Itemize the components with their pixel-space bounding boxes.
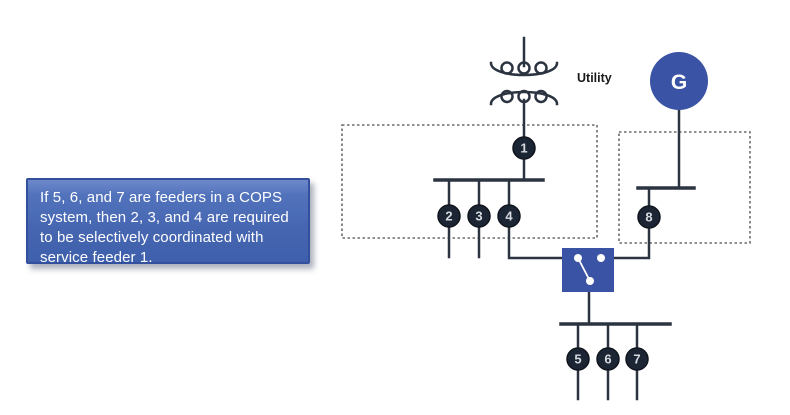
breaker-circle [596,347,620,371]
breaker-circle [637,205,661,229]
generator-circle [650,52,708,110]
transfer-switch-icon [562,248,614,292]
breaker-number: 7 [633,352,640,367]
generator-feeder-zone-box [618,131,751,244]
breaker-node-3: 3 [467,204,491,228]
breaker-node-8: 8 [637,205,661,229]
generator-label: G [671,71,687,94]
switch-contact-emergency [597,254,605,262]
wiring [433,36,696,401]
generator-icon: G [650,52,708,110]
breaker-number: 5 [574,352,581,367]
breaker-number: 4 [505,209,513,224]
breaker-node-4: 4 [497,204,521,228]
breaker-circle [625,347,649,371]
breaker-circle [566,347,590,371]
breaker-node-5: 5 [566,347,590,371]
breaker-number: 1 [520,141,527,156]
breaker-number: 3 [475,209,482,224]
switch-contact-load [586,277,594,285]
transfer-switch-blade [577,257,591,282]
callout-text: If 5, 6, and 7 are feeders in a COPS sys… [40,189,289,266]
breaker-number: 2 [445,209,452,224]
feeder4-wire-to-switch [507,225,564,260]
breaker-number: 8 [645,210,652,225]
coordination-zones [341,124,751,244]
callout-box: If 5, 6, and 7 are feeders in a COPS sys… [26,178,310,266]
utility-label: Utility [577,71,612,85]
transformer-primary-coil [489,61,559,77]
breaker-node-1: 1 [512,136,536,160]
breaker-circle [467,204,491,228]
breaker-node-2: 2 [437,204,461,228]
breaker-circle [437,204,461,228]
breaker-circle [512,136,536,160]
transfer-switch-body [562,248,614,292]
utility-feeder-zone-box [341,124,598,239]
breaker-nodes: 1 2 3 4 5 6 7 [437,136,661,371]
switch-contact-normal [574,254,582,262]
breaker-node-6: 6 [596,347,620,371]
feeder8-wire-to-switch [612,226,651,260]
breaker-circle [497,204,521,228]
breaker-node-7: 7 [625,347,649,371]
breaker-number: 6 [604,352,611,367]
